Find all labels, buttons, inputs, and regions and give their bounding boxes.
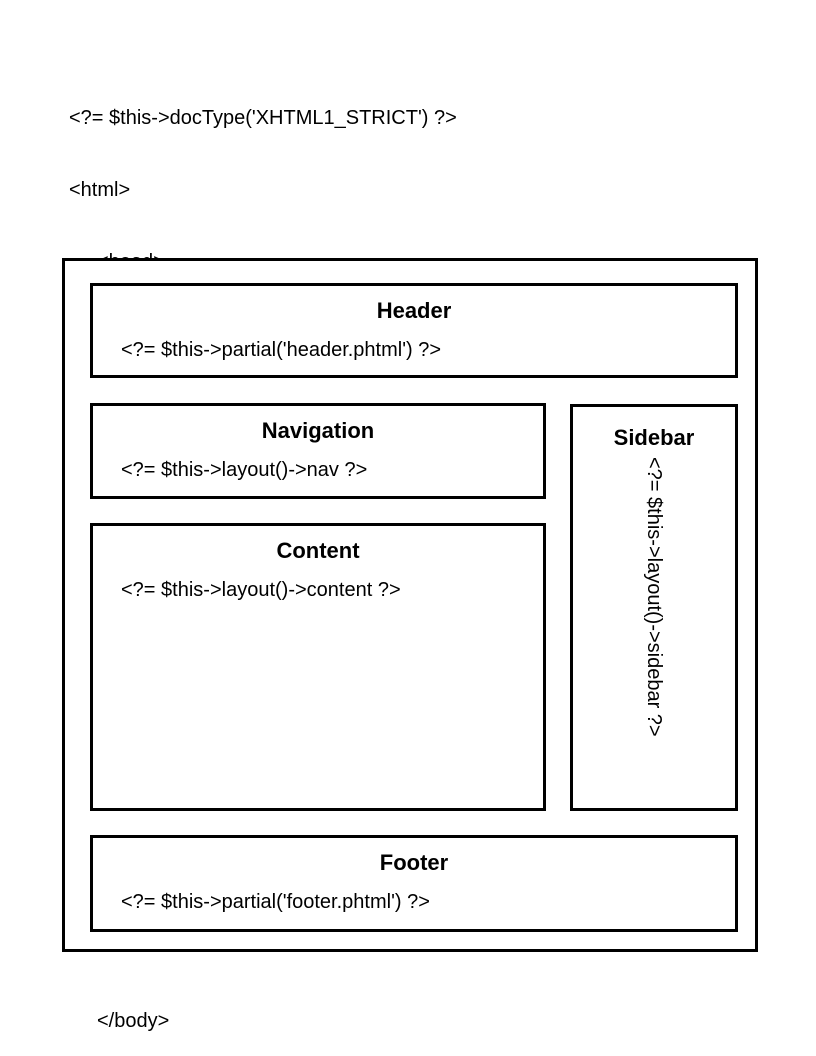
body-layout-diagram: Header <?= $this->partial('header.phtml'… xyxy=(62,258,758,952)
header-box-code: <?= $this->partial('header.phtml') ?> xyxy=(121,339,442,361)
code-line-html-open: <html> xyxy=(69,179,131,201)
sidebar-box-title: Sidebar xyxy=(613,425,695,450)
header-box-title: Header xyxy=(376,298,452,323)
bottom-code-block: </body> </html> xyxy=(69,961,169,1056)
navigation-box: Navigation <?= $this->layout()->nav ?> xyxy=(90,403,546,499)
navigation-box-title: Navigation xyxy=(261,418,375,443)
footer-box: Footer <?= $this->partial('footer.phtml'… xyxy=(90,835,738,932)
code-line-doctype: <?= $this->docType('XHTML1_STRICT') ?> xyxy=(69,107,457,129)
sidebar-box-code: <?= $this->layout()->sidebar ?> xyxy=(643,457,665,737)
header-box: Header <?= $this->partial('header.phtml'… xyxy=(90,283,738,378)
content-box-code: <?= $this->layout()->content ?> xyxy=(121,579,401,601)
sidebar-box: Sidebar <?= $this->layout()->sidebar ?> xyxy=(570,404,738,811)
content-box-title: Content xyxy=(276,538,360,563)
footer-box-title: Footer xyxy=(379,850,449,875)
code-line-body-close: </body> xyxy=(97,1010,170,1032)
content-box: Content <?= $this->layout()->content ?> xyxy=(90,523,546,811)
footer-box-code: <?= $this->partial('footer.phtml') ?> xyxy=(121,891,430,913)
navigation-box-code: <?= $this->layout()->nav ?> xyxy=(121,459,368,481)
